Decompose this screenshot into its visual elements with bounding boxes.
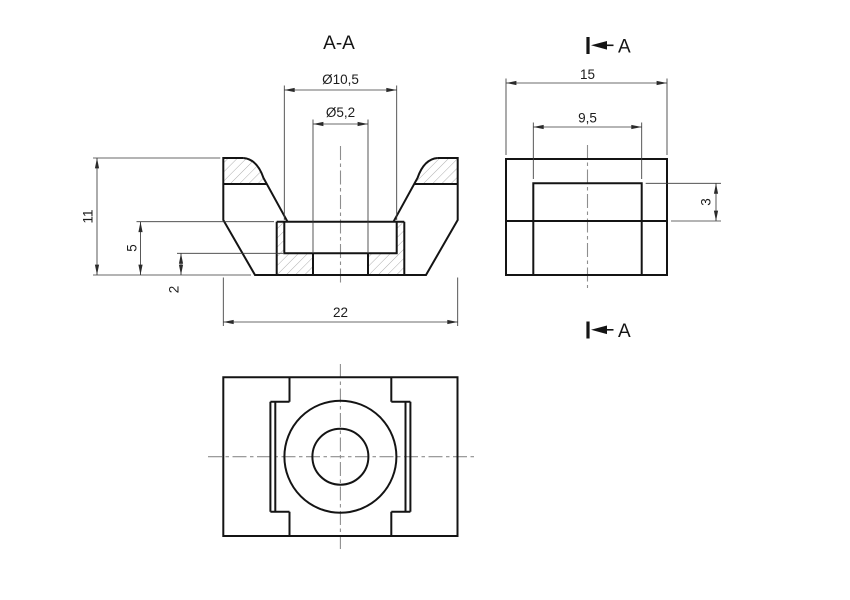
section-outer-profile [222,157,459,276]
plan-wall-edges [269,401,412,512]
section-view: A-A Ø10,5 Ø5,2 [81,33,459,326]
hatch-left-base [276,221,313,275]
dim-height-text: 11 [81,209,96,223]
dim-channel-text: 5 [125,244,140,252]
cut-arrow-icon [591,41,607,50]
plan-view [208,364,475,549]
dim-depth-text: 15 [580,67,595,82]
side-outer-rect [505,158,668,276]
plan-notch-edges [288,377,393,536]
dim-channel-depth-text: 9,5 [578,111,597,126]
cut-symbol-top: A [586,37,631,58]
dim-base-text: 2 [167,286,182,294]
dim-height-ext-lines [93,157,251,276]
cut-label-bottom: A [618,321,631,342]
dim-slot-top-ext-lines [283,85,398,220]
section-view-title: A-A [323,33,355,54]
plan-outer-rect [222,376,459,537]
plan-object-lines [222,376,459,537]
cut-label-top: A [618,37,631,58]
dim-hole-text: Ø5,2 [326,105,355,120]
side-view: A 15 9,5 3 [505,37,721,342]
dim-step-ext-lines [645,182,721,222]
section-hook-inner-profiles [243,157,438,223]
side-dimensions: 15 9,5 3 [505,67,721,222]
cut-symbol-bottom: A [586,321,631,342]
side-object-lines [505,158,668,276]
hatch-right-base [368,221,405,275]
dim-hole-ext-lines [312,119,369,252]
cut-arrow-icon [591,325,607,335]
plan-boss-circle [283,399,398,514]
dim-width-text: 22 [333,305,348,320]
section-hole-edges [312,253,369,275]
dim-channel-depth-ext-lines [532,122,643,179]
section-dimensions: Ø10,5 Ø5,2 22 11 5 2 [81,72,459,326]
dim-width-ext-lines [222,277,459,326]
dim-depth-ext-lines [505,78,668,155]
dim-step-text: 3 [699,198,714,206]
plan-hole-circle [311,427,370,486]
plan-step-edges [270,400,411,513]
dim-slot-top-text: Ø10,5 [322,72,359,87]
section-wall-edges [275,221,406,275]
section-object-lines [222,157,459,276]
section-strap-slot [283,221,398,255]
side-channel-rect [532,182,643,275]
